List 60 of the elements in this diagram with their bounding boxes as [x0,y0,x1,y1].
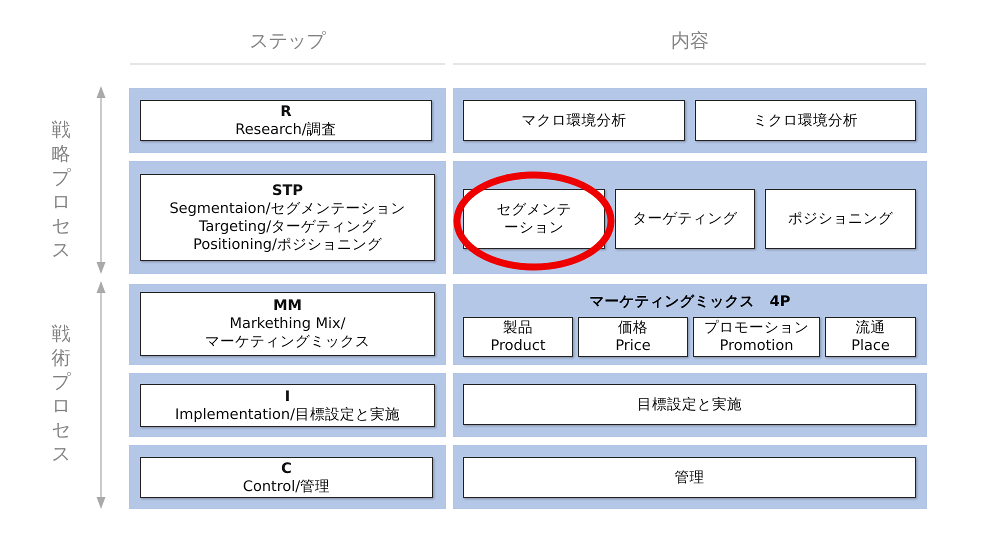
step-title: STP [272,182,303,200]
content-box [615,189,755,249]
process-label: 戦略プロセス [50,118,72,262]
content-text: 目標設定と実施 [637,396,742,414]
content-text: Price [615,337,651,355]
content-text: マクロ環境分析 [522,112,626,130]
row-band [129,88,446,153]
row-band [453,284,927,365]
content-box [578,317,688,357]
column-header: 内容 [670,29,710,54]
content-box [695,100,916,141]
content-box [463,189,605,249]
row-band [453,373,927,437]
row-band [453,161,927,274]
step-title: R [280,102,292,120]
content-box [463,384,916,425]
content-box [463,100,685,141]
step-description: Implementation/目標設定と実施 [174,406,400,424]
content-box [765,189,916,249]
content-text: ミクロ環境分析 [753,112,858,130]
step-description: Markething Mix/ [229,315,346,333]
column-header: ステップ [248,29,327,54]
row-band [129,445,446,509]
row-band [129,373,446,437]
row-band [129,284,446,365]
step-description: Research/調査 [235,120,337,138]
content-text: 流通 [856,319,886,337]
process-label: 戦術プロセス [50,322,72,466]
group-title: マーケティングミックス 4P [588,293,792,311]
step-title: C [281,460,292,478]
content-box [463,457,916,498]
step-title: MM [273,297,302,315]
step-box [140,457,433,498]
content-text: 管理 [674,468,704,486]
step-description: Segmentaion/セグメンテーション [169,200,406,218]
step-box [140,384,435,427]
content-box [825,317,916,357]
step-box [140,292,435,356]
content-box [463,317,573,357]
step-description: Targeting/ターゲティング [198,218,376,236]
row-band [453,445,927,509]
content-text: 価格 [618,319,648,337]
step-title: I [284,388,290,406]
content-text: Promotion [720,337,794,355]
content-text: Product [490,337,546,355]
content-text: Place [851,337,890,355]
content-text: 製品 [503,319,533,337]
row-band [129,161,446,274]
highlight-ellipse [454,172,614,270]
step-description: マーケティングミックス [205,333,370,351]
step-box [140,174,435,261]
step-box [140,100,432,141]
step-description: Positioning/ポジショニング [193,236,382,254]
content-text: セグメンテーション [496,201,572,237]
step-description: Control/管理 [242,478,330,496]
content-text: プロモーション [704,319,809,337]
row-band [453,88,927,153]
content-text: ポジショニング [788,210,893,228]
content-box [693,317,820,357]
content-text: ターゲティング [632,210,738,228]
